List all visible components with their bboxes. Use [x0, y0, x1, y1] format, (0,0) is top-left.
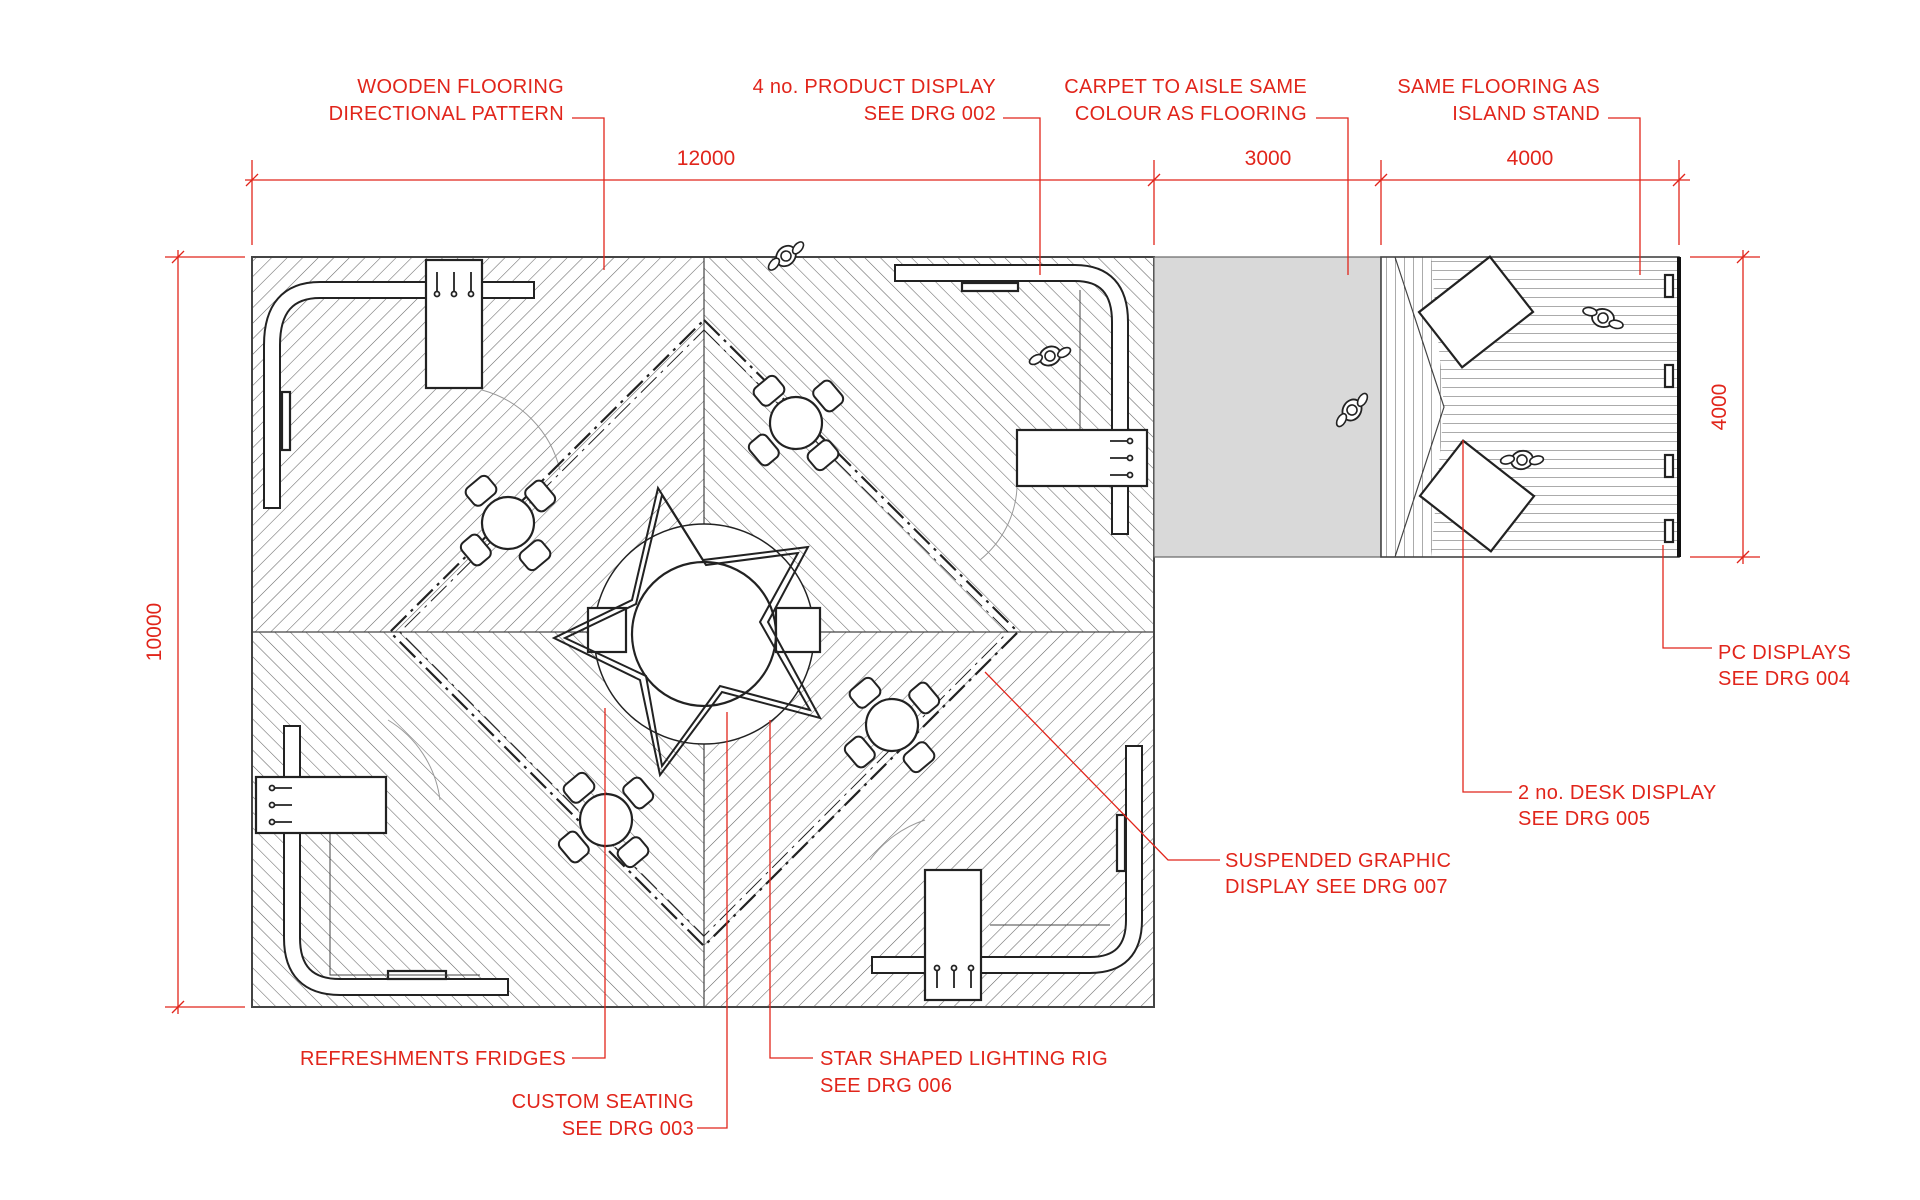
svg-text:REFRESHMENTS FRIDGES: REFRESHMENTS FRIDGES — [300, 1048, 566, 1070]
label-lighting-rig: STAR SHAPED LIGHTING RIG SEE DRG 006 — [820, 1048, 1108, 1097]
annotation-leaders — [572, 117, 1712, 1129]
label-same-flooring: SAME FLOORING AS ISLAND STAND — [1397, 76, 1600, 125]
dim-aisle-width: 3000 — [1245, 147, 1292, 170]
pc-displays — [1663, 273, 1675, 544]
svg-text:STAR SHAPED LIGHTING RIG: STAR SHAPED LIGHTING RIG — [820, 1048, 1108, 1070]
dim-side-stand-depth: 4000 — [1708, 384, 1731, 431]
svg-text:DISPLAY SEE DRG 007: DISPLAY SEE DRG 007 — [1225, 876, 1448, 898]
svg-text:ISLAND STAND: ISLAND STAND — [1452, 103, 1600, 125]
dim-island-width: 12000 — [677, 147, 735, 170]
svg-text:WOODEN FLOORING: WOODEN FLOORING — [357, 76, 564, 98]
refreshment-counters — [254, 258, 1149, 1002]
label-desk-display: 2 no. DESK DISPLAY SEE DRG 005 — [1518, 782, 1716, 830]
label-custom-seating: CUSTOM SEATING SEE DRG 003 — [512, 1091, 694, 1140]
svg-text:DIRECTIONAL PATTERN: DIRECTIONAL PATTERN — [329, 103, 564, 125]
label-suspended-graphic: SUSPENDED GRAPHIC DISPLAY SEE DRG 007 — [1225, 850, 1451, 898]
dim-side-stand-width: 4000 — [1507, 147, 1554, 170]
star-lighting-rig — [551, 485, 822, 778]
svg-text:SEE DRG 004: SEE DRG 004 — [1718, 668, 1850, 690]
svg-text:SUSPENDED GRAPHIC: SUSPENDED GRAPHIC — [1225, 850, 1451, 872]
seating-groups — [457, 372, 943, 871]
desk-displays — [1417, 255, 1536, 553]
dimension-lines — [165, 160, 1760, 1014]
label-product-display: 4 no. PRODUCT DISPLAY SEE DRG 002 — [753, 76, 996, 125]
svg-text:4 no. PRODUCT DISPLAY: 4 no. PRODUCT DISPLAY — [753, 76, 996, 98]
label-pc-displays: PC DISPLAYS SEE DRG 004 — [1718, 642, 1851, 690]
svg-text:CARPET TO AISLE SAME: CARPET TO AISLE SAME — [1064, 76, 1307, 98]
door-swings — [387, 389, 1018, 861]
label-refreshments: REFRESHMENTS FRIDGES — [300, 1048, 566, 1070]
svg-text:2 no. DESK DISPLAY: 2 no. DESK DISPLAY — [1518, 782, 1716, 804]
svg-text:SEE DRG 006: SEE DRG 006 — [820, 1075, 952, 1097]
svg-text:PC DISPLAYS: PC DISPLAYS — [1718, 642, 1851, 664]
label-wooden-flooring: WOODEN FLOORING DIRECTIONAL PATTERN — [329, 76, 564, 125]
svg-text:SAME FLOORING AS: SAME FLOORING AS — [1397, 76, 1600, 98]
side-stand-floor — [1380, 256, 1681, 558]
svg-text:SEE DRG 003: SEE DRG 003 — [562, 1118, 694, 1140]
svg-text:COLOUR AS FLOORING: COLOUR AS FLOORING — [1075, 103, 1307, 125]
label-carpet: CARPET TO AISLE SAME COLOUR AS FLOORING — [1064, 76, 1307, 125]
dim-island-depth: 10000 — [143, 603, 166, 661]
svg-text:SEE DRG 002: SEE DRG 002 — [864, 103, 996, 125]
svg-text:SEE DRG 005: SEE DRG 005 — [1518, 808, 1650, 830]
svg-text:CUSTOM SEATING: CUSTOM SEATING — [512, 1091, 694, 1113]
product-display-walls — [263, 264, 1143, 996]
